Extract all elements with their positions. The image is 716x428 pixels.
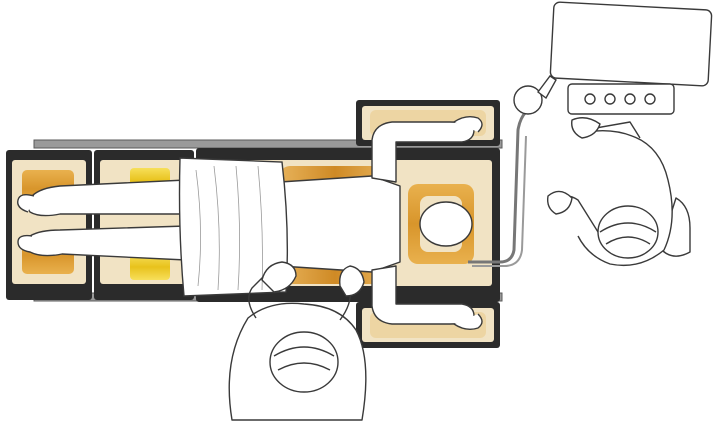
anesthesia-monitor (514, 2, 712, 114)
right-leg (26, 226, 186, 260)
monitor-control-panel (568, 84, 674, 114)
anesthesiologist-head (598, 206, 658, 258)
control-knob-3 (625, 94, 635, 104)
surgeon-head (270, 332, 338, 392)
breathing-bag-connector (514, 86, 542, 114)
monitor-screen (550, 2, 712, 86)
control-knob-4 (645, 94, 655, 104)
patient-head (420, 202, 472, 246)
control-knob-1 (585, 94, 595, 104)
control-knob-2 (605, 94, 615, 104)
torso (280, 176, 400, 272)
anesthesiologist (548, 118, 690, 266)
anesthesiologist-left-hand (548, 191, 572, 214)
monitor-arm (538, 76, 556, 98)
